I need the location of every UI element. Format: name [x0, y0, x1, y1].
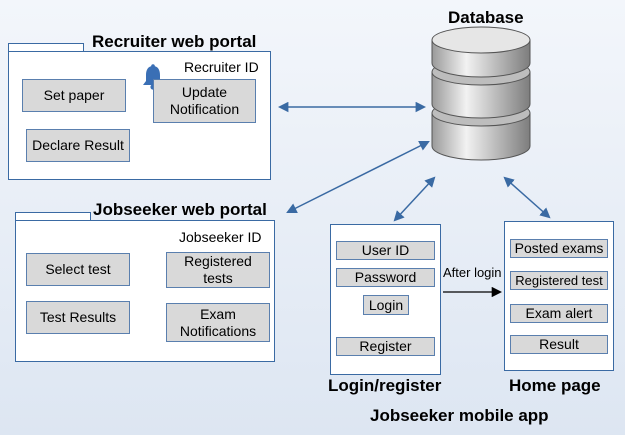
jobseeker-web-title: Jobseeker web portal	[93, 200, 267, 219]
test-results-button[interactable]: Test Results	[26, 301, 130, 334]
login-db-arrow	[393, 176, 436, 222]
login-button[interactable]: Login	[363, 295, 409, 315]
select-test-button[interactable]: Select test	[26, 253, 130, 286]
posted-exams-item[interactable]: Posted exams	[510, 239, 608, 258]
recruiter-folder-tab	[8, 43, 84, 52]
jobseeker-folder-tab	[15, 212, 91, 221]
home-db-arrow	[503, 176, 551, 219]
update-notification-button[interactable]: Update Notification	[153, 79, 256, 123]
register-button[interactable]: Register	[336, 337, 435, 356]
jobseeker-web-db-arrow	[286, 141, 430, 213]
exam-notifications-button[interactable]: Exam Notifications	[166, 303, 270, 342]
registered-tests-button[interactable]: Registered tests	[166, 252, 270, 288]
login-register-title: Login/register	[328, 376, 442, 395]
result-item[interactable]: Result	[510, 335, 608, 354]
user-id-field[interactable]: User ID	[336, 241, 435, 260]
set-paper-button[interactable]: Set paper	[22, 79, 126, 112]
recruiter-title: Recruiter web portal	[92, 32, 257, 51]
password-field[interactable]: Password	[336, 268, 435, 287]
declare-result-button[interactable]: Declare Result	[26, 129, 130, 162]
registered-test-item[interactable]: Registered test	[510, 271, 608, 290]
jobseeker-id-label: Jobseeker ID	[179, 229, 262, 245]
after-login-label: After login	[443, 265, 502, 280]
exam-alert-item[interactable]: Exam alert	[510, 304, 608, 323]
mobile-app-title: Jobseeker mobile app	[370, 406, 549, 425]
database-icon	[431, 26, 531, 161]
home-page-title: Home page	[509, 376, 601, 395]
recruiter-id-label: Recruiter ID	[184, 59, 259, 75]
database-title: Database	[448, 8, 524, 27]
